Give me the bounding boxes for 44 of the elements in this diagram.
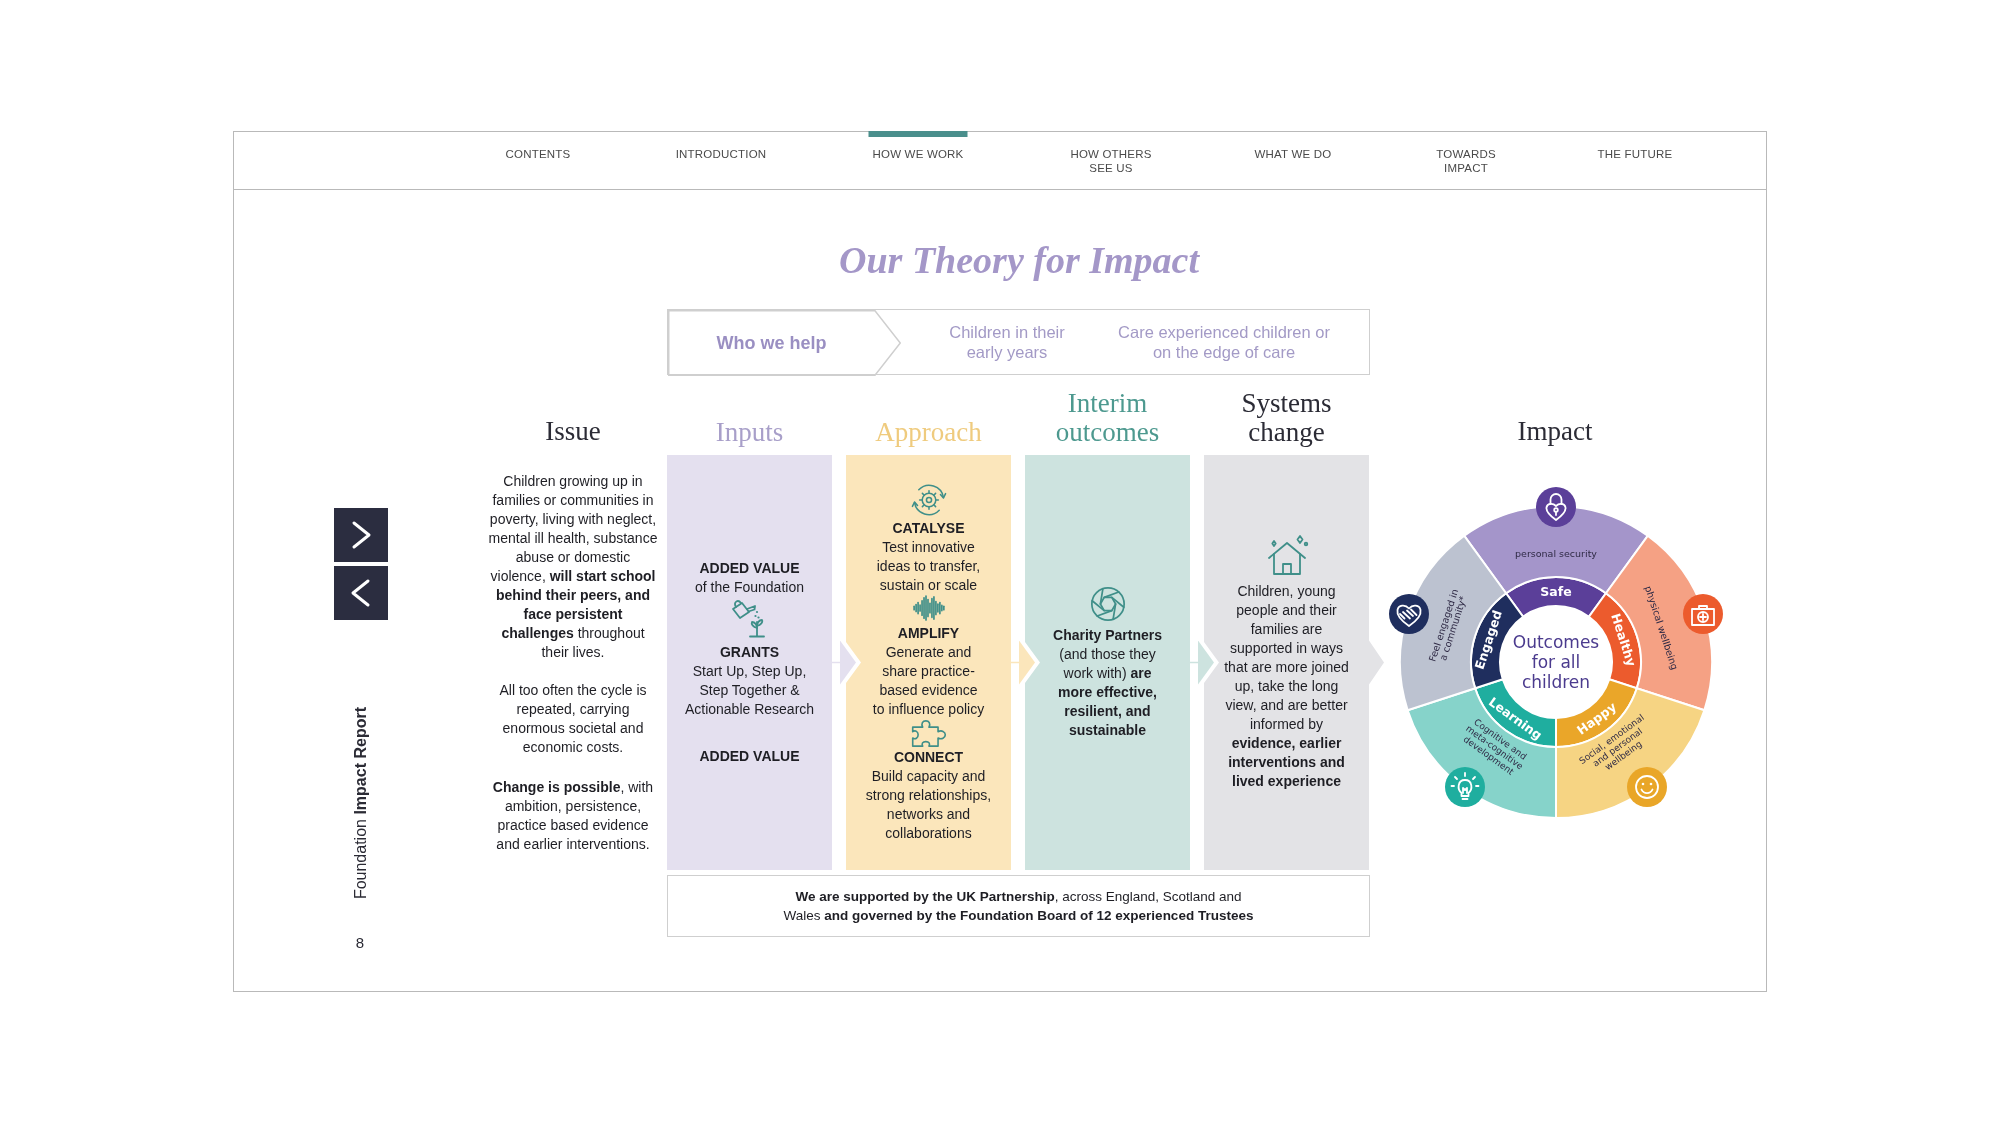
audience-text: Care experienced children or on the edge of care <box>1116 322 1332 362</box>
item-text: Charity Partners (and those they work with) are more effective, resilient, and sustainable <box>1052 626 1163 740</box>
chevron-arrow <box>831 640 856 685</box>
item-text: Start Up, Step Up, Step Together & Actionable Research <box>683 662 816 719</box>
column-heading: Issue <box>545 417 601 446</box>
column-heading: Interim outcomes <box>1054 389 1161 447</box>
issue-paragraph: Change is possible, with ambition, persistence, practice based evidence and earlier interventions. <box>491 778 655 854</box>
item-text: Test innovative ideas to transfer, sustain or scale <box>875 537 982 595</box>
item-text: Children, young people and their families are supported in ways that are more joined up, take the long view, and are better informed by evidence, earlier interventions and lived experience <box>1223 582 1350 791</box>
item-heading: ADDED VALUE <box>699 747 800 766</box>
nav-tab: HOW WE WORK <box>868 131 968 161</box>
report-name-text: Foundation Impact Report <box>351 706 370 899</box>
segment-label: personal security <box>1515 548 1597 560</box>
item-heading: CONNECT <box>893 747 964 767</box>
nav-link: TOWARDS IMPACT <box>1435 147 1497 175</box>
item-heading: CATALYSE <box>892 518 965 538</box>
page-number: 8 <box>355 934 365 952</box>
column-heading: Impact <box>1517 417 1593 446</box>
nav-link: WHAT WE DO <box>1254 147 1332 161</box>
segment-label: Safe <box>1540 585 1572 599</box>
issue-paragraph: All too often the cycle is repeated, carrying enormous societal and economic costs. <box>498 681 648 757</box>
column-heading: Systems change <box>1240 389 1333 447</box>
wheel-center-text: Outcomes for all children <box>1506 632 1606 692</box>
nav-link: CONTENTS <box>505 147 571 161</box>
footer-text: We are supported by the UK Partnership, across England, Scotland and Wales and governed by the Foundation Board of 12 experienced Trustees <box>782 888 1255 925</box>
item-text: Generate and share practice-based evidence to influence policy <box>872 642 985 719</box>
item-heading: ADDED VALUE <box>699 559 800 578</box>
chevron-arrow <box>1189 640 1214 685</box>
row-heading: Who we help <box>716 332 827 354</box>
item-heading: AMPLIFY <box>897 623 960 643</box>
chevron-arrow <box>1010 640 1035 685</box>
item-text: of the Foundation <box>695 578 804 597</box>
page-title: Our Theory for Impact <box>839 238 1199 283</box>
footer-panel <box>667 875 1370 937</box>
nav-link: INTRODUCTION <box>675 147 767 161</box>
item-heading: GRANTS <box>719 643 780 662</box>
item-text: Build capacity and strong relationships, networks and collaborations <box>864 766 993 843</box>
column-heading: Approach <box>875 418 982 447</box>
column-heading: Inputs <box>715 418 784 447</box>
audience-panel <box>667 309 1370 375</box>
issue-paragraph: Children growing up in families or communities in poverty, living with neglect, mental ill health, substance abuse or domestic violence, will start school behind their peers, and face persistent challenges throughout their lives. <box>487 472 659 662</box>
audience-text: Children in their early years <box>932 322 1082 362</box>
nav-link: HOW OTHERS SEE US <box>1069 147 1153 175</box>
nav-link: THE FUTURE <box>1597 147 1673 161</box>
